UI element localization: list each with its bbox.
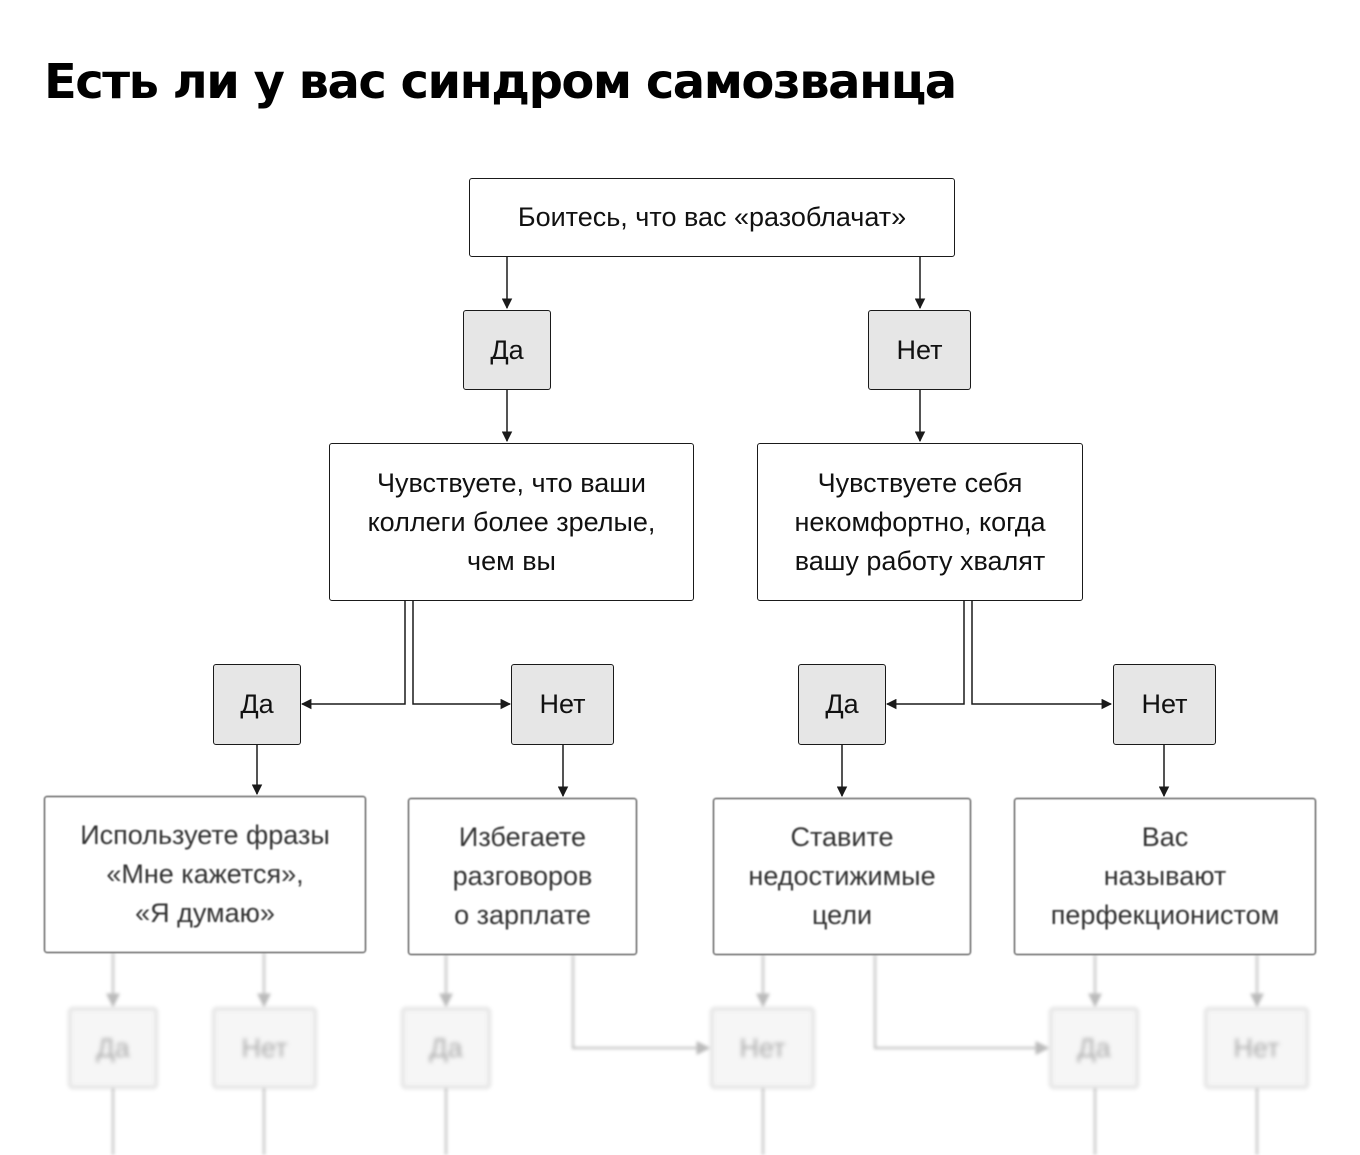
answer-right-yes: Да xyxy=(798,664,886,745)
connector-right-question-no xyxy=(971,601,1113,710)
answer-faded-no-2: Нет xyxy=(711,1008,814,1088)
answer-root-yes: Да xyxy=(463,310,551,390)
question-left: Чувствуете, что ваши коллеги более зрелы… xyxy=(329,443,694,601)
answer-right-no: Нет xyxy=(1113,664,1216,745)
question-perfectionist: Вас называют перфекционистом xyxy=(1014,798,1316,955)
answer-faded-yes-2: Да xyxy=(402,1008,490,1088)
question-phrases: Используете фразы «Мне кажется», «Я дума… xyxy=(44,796,366,953)
connector-left-question-yes xyxy=(300,601,406,710)
question-goals: Ставите недостижимые цели xyxy=(713,798,971,955)
question-right: Чувствуете себя некомфортно, когда вашу … xyxy=(757,443,1083,601)
connector-right-question-yes xyxy=(885,601,965,710)
answer-faded-yes-1: Да xyxy=(69,1008,157,1088)
answer-left-no: Нет xyxy=(511,664,614,745)
question-root: Боитесь, что вас «разоблачат» xyxy=(469,178,955,257)
answer-faded-yes-3: Да xyxy=(1050,1008,1138,1088)
connector-left-question-no xyxy=(412,601,512,710)
answer-left-yes: Да xyxy=(213,664,301,745)
answer-faded-no-3: Нет xyxy=(1205,1008,1308,1088)
question-salary: Избегаете разговоров о зарплате xyxy=(408,798,637,955)
answer-root-no: Нет xyxy=(868,310,971,390)
answer-faded-no-1: Нет xyxy=(213,1008,316,1088)
page-title: Есть ли у вас синдром самозванца xyxy=(44,54,957,110)
